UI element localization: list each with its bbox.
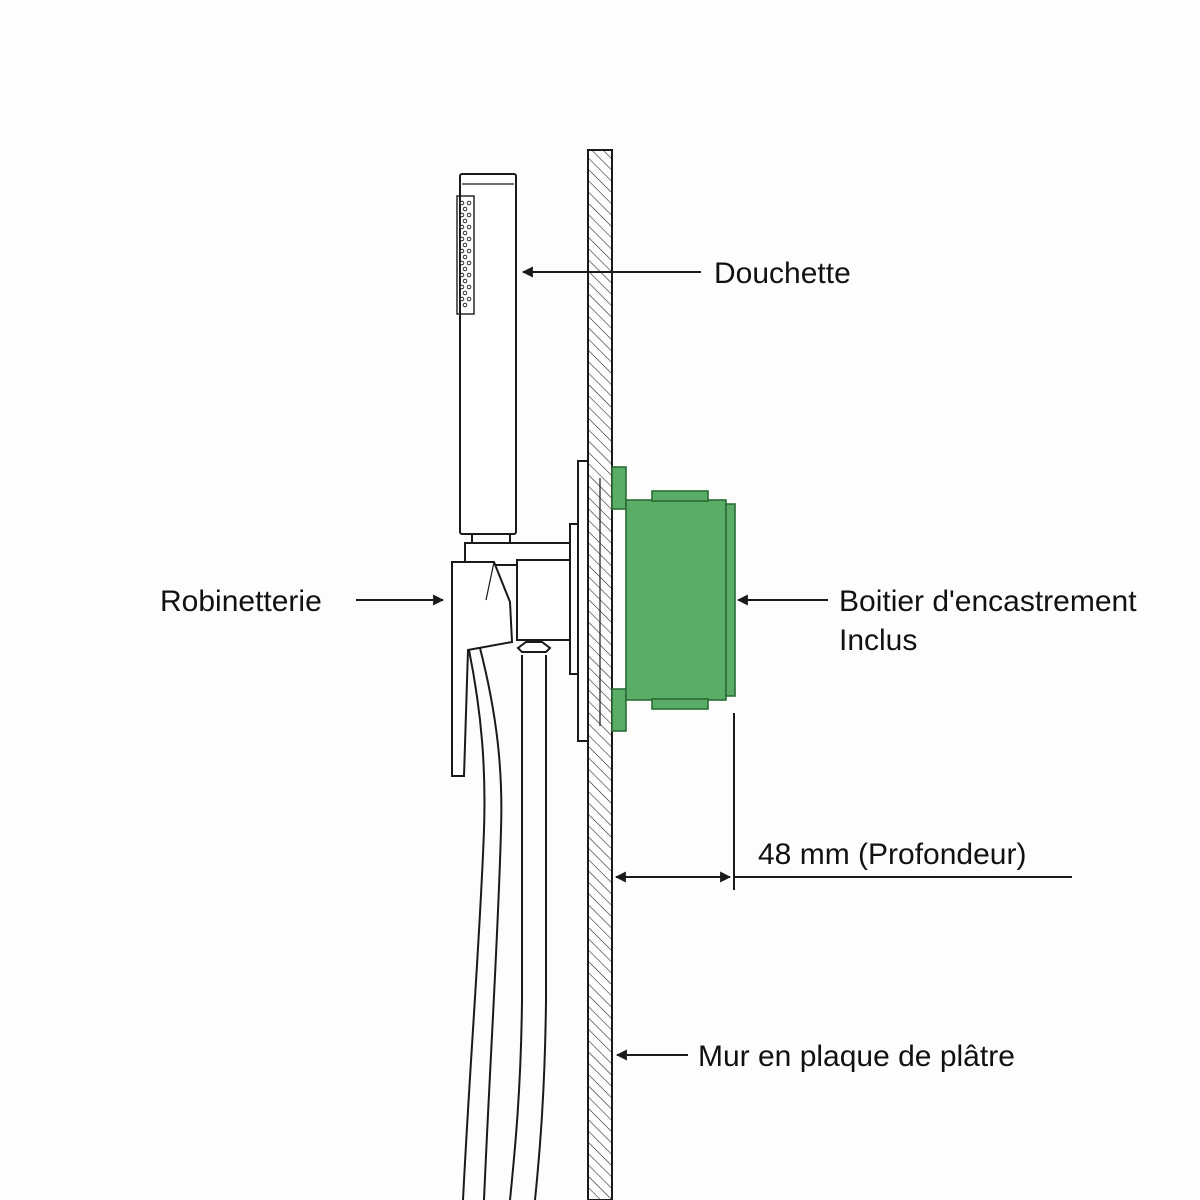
depth-dimension	[614, 713, 1072, 890]
nozzle-dot	[466, 224, 472, 230]
nozzle-dot	[466, 248, 472, 254]
nozzle-dot	[462, 254, 468, 260]
nozzle-dot	[462, 290, 468, 296]
label-douchette: Douchette	[714, 257, 851, 290]
nozzle-dot	[466, 272, 472, 278]
label-boitier: Boitier d'encastrement	[839, 585, 1137, 618]
nozzle-dot	[459, 224, 465, 230]
nozzle-dot	[466, 284, 472, 290]
shower-nozzles	[459, 200, 472, 308]
nozzle-dot	[459, 260, 465, 266]
nozzle-dot	[459, 272, 465, 278]
nozzle-dot	[462, 278, 468, 284]
arrow-left-icon	[356, 266, 828, 1061]
nozzle-dot	[466, 296, 472, 302]
nozzle-dot	[466, 200, 472, 206]
nozzle-dot	[462, 218, 468, 224]
nozzle-dot	[459, 236, 465, 242]
nozzle-dot	[462, 242, 468, 248]
label-boitier-inclus: Inclus	[839, 624, 917, 657]
nozzle-dot	[462, 230, 468, 236]
mixer-valve	[451, 542, 571, 777]
nozzle-dot	[462, 302, 468, 308]
hand-shower	[456, 173, 517, 549]
nozzle-dot	[466, 212, 472, 218]
label-robinetterie: Robinetterie	[160, 585, 322, 618]
label-profondeur: 48 mm (Profondeur)	[758, 838, 1026, 871]
shower-hose	[462, 647, 548, 1200]
nozzle-dot	[459, 284, 465, 290]
nozzle-dot	[459, 248, 465, 254]
embedding-box	[611, 466, 736, 732]
nozzle-dot	[466, 260, 472, 266]
label-mur: Mur en plaque de plâtre	[698, 1040, 1015, 1073]
nozzle-dot	[466, 236, 472, 242]
nozzle-dot	[459, 200, 465, 206]
nozzle-dot	[462, 266, 468, 272]
nozzle-dot	[462, 206, 468, 212]
nozzle-dot	[459, 212, 465, 218]
nozzle-dot	[459, 296, 465, 302]
